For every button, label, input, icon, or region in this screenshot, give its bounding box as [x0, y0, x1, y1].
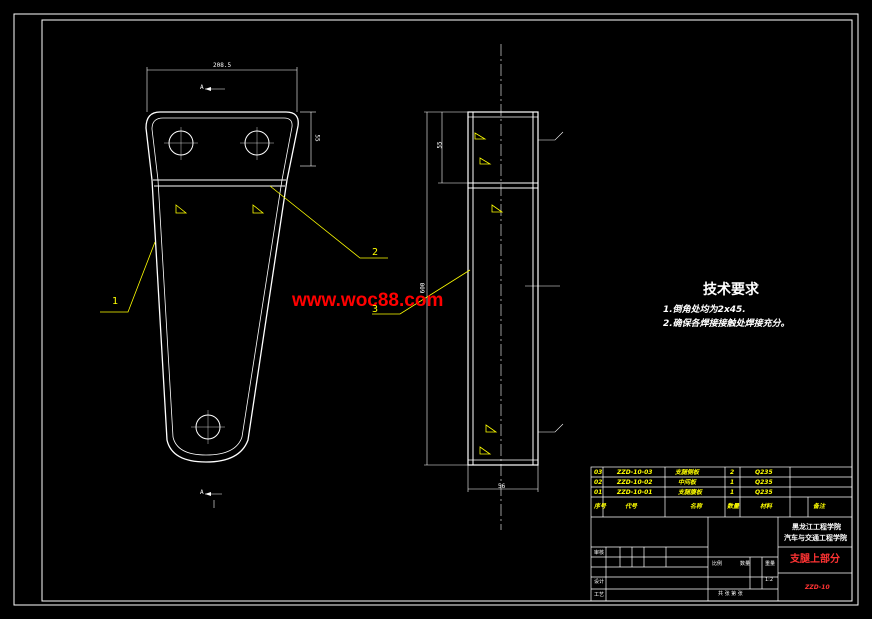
drawing-name: 支腿上部分 — [790, 554, 840, 565]
part-row-3-code: ZZD-10-01 — [617, 489, 653, 496]
leader-label-1: 1 — [112, 296, 119, 307]
leader-label-2: 2 — [372, 247, 379, 258]
header-qty: 数量 — [727, 503, 740, 510]
part-row-1-qty: 2 — [730, 469, 735, 476]
staff-review: 审核 — [594, 550, 605, 556]
dim-top-width: 208.5 — [213, 62, 232, 69]
school-line-1: 黑龙江工程学院 — [792, 523, 841, 531]
dim-side-height: 55 — [436, 141, 444, 149]
part-row-2-material: Q235 — [755, 479, 773, 486]
header-name: 名称 — [690, 503, 703, 510]
dim-side-bottom: 56 — [498, 483, 506, 490]
view-label-top: A — [200, 84, 204, 91]
scale-label: 比例 — [712, 561, 723, 567]
front-view — [100, 67, 388, 508]
part-row-3-material: Q235 — [755, 489, 773, 496]
outer-border — [13, 13, 859, 606]
part-row-2-qty: 1 — [730, 479, 735, 486]
part-row-2-name: 中间板 — [678, 479, 697, 486]
part-row-3-no: 01 — [594, 489, 603, 496]
part-row-3-name: 支腿腹板 — [678, 489, 703, 496]
leader-label-3: 3 — [372, 304, 379, 315]
part-row-1-no: 03 — [594, 469, 603, 476]
header-no: 序号 — [594, 503, 607, 510]
school-line-2: 汽车与交通工程学院 — [784, 534, 847, 542]
part-row-2-code: ZZD-10-02 — [617, 479, 653, 486]
sheet-info: 共 张 第 张 — [718, 591, 743, 597]
header-code: 代号 — [625, 503, 638, 510]
title-block — [590, 466, 853, 602]
part-row-1-code: ZZD-10-03 — [617, 469, 653, 476]
part-row-2-no: 02 — [594, 479, 603, 486]
header-material: 材料 — [760, 503, 773, 510]
section-label-bottom: A — [200, 489, 204, 496]
part-row-1-material: Q235 — [755, 469, 773, 476]
tech-requirement-1: 1.倒角处均为2x45. — [663, 305, 746, 315]
part-row-3-qty: 1 — [730, 489, 735, 496]
staff-design: 设计 — [594, 579, 605, 585]
ratio-value: 1:2 — [765, 577, 774, 583]
inner-border — [41, 19, 853, 602]
side-plate — [467, 111, 539, 466]
dim-side-total: 600 — [419, 282, 427, 294]
tech-requirements-title: 技术要求 — [703, 282, 759, 298]
count-label: 数量 — [740, 561, 751, 567]
watermark-text: www.woc88.com — [292, 290, 444, 311]
side-view — [372, 44, 564, 530]
drawing-code: ZZD-10 — [805, 584, 830, 591]
weight-label: 重量 — [765, 561, 776, 567]
part-row-1-name: 支腿侧板 — [675, 469, 700, 476]
staff-process: 工艺 — [594, 592, 605, 598]
dim-height-small: 55 — [313, 134, 321, 142]
bracket-outline — [145, 111, 299, 463]
tech-requirement-2: 2.确保各焊接接触处焊接充分。 — [663, 319, 790, 329]
header-note: 备注 — [813, 503, 826, 510]
